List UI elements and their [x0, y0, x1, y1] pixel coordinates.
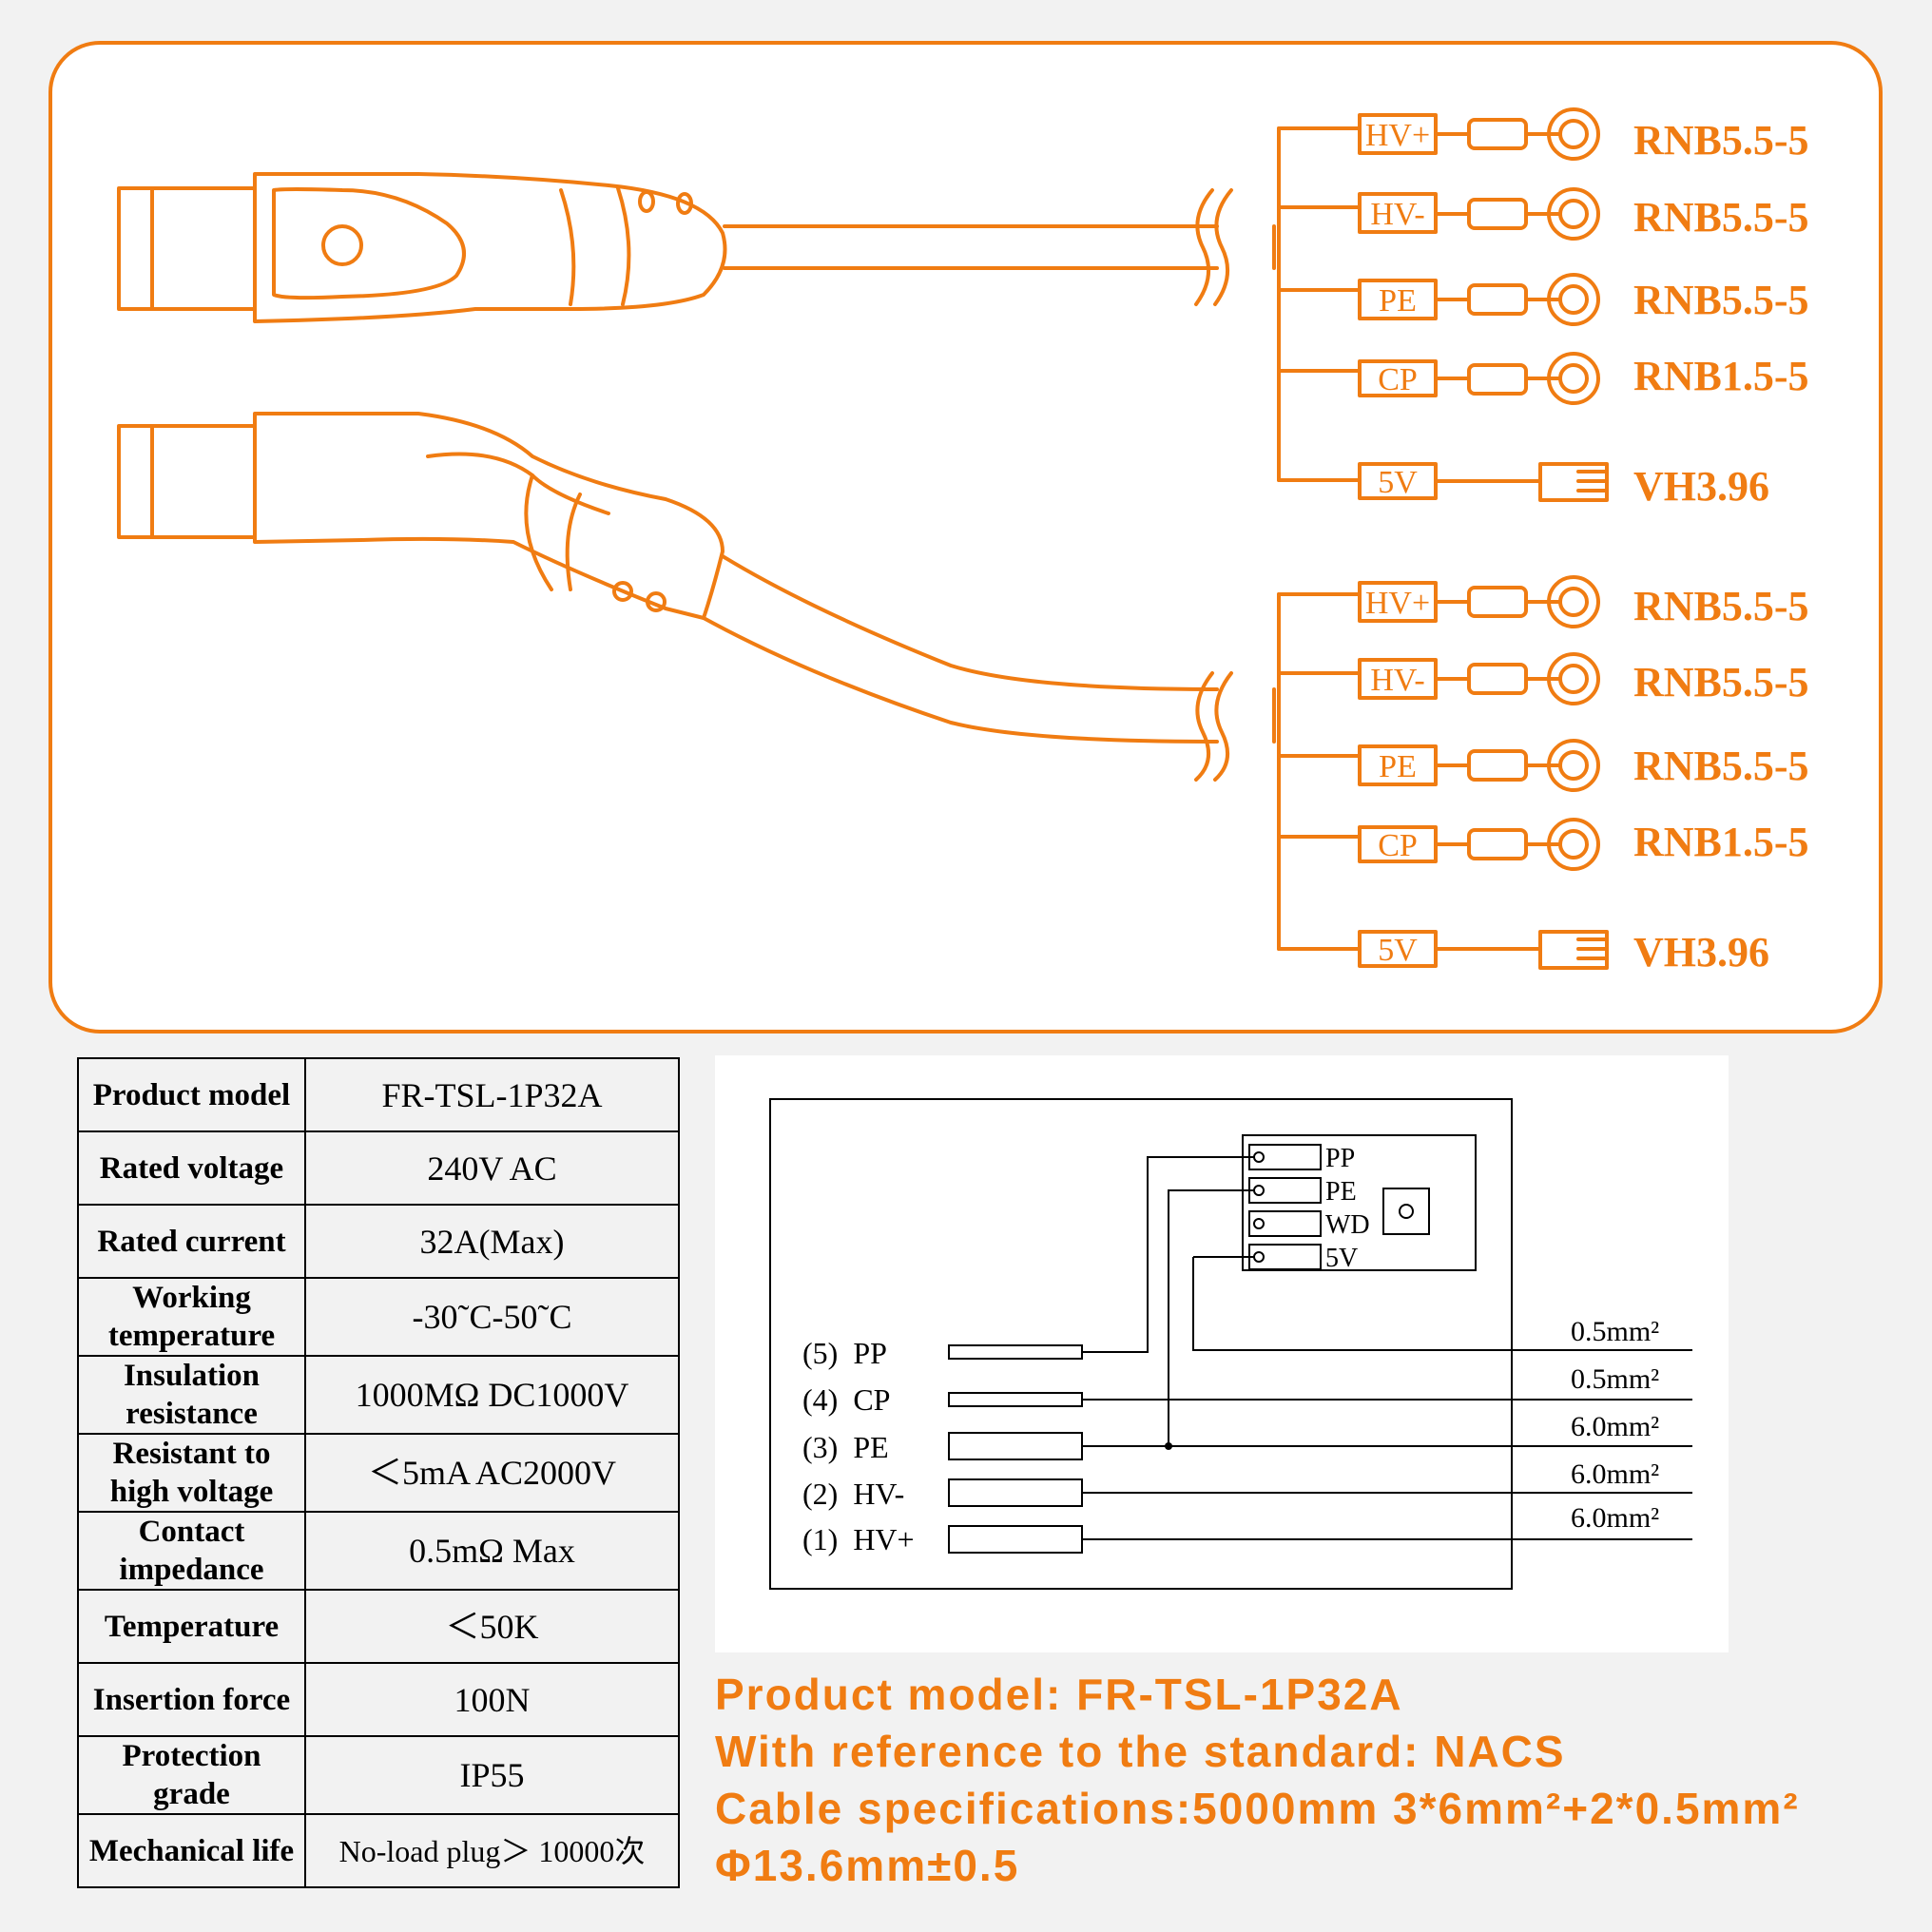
connector-label: RNB5.5-5	[1633, 743, 1809, 789]
pcb-pin-label: WD	[1325, 1210, 1370, 1240]
connector-label: RNB1.5-5	[1633, 819, 1809, 865]
product-info: Product model: FR-TSL-1P32A With referen…	[715, 1666, 1800, 1894]
wire-label: HV-	[1370, 663, 1424, 698]
pcb-pin-label: PE	[1325, 1177, 1357, 1207]
pcb-pin-label: PP	[1325, 1144, 1355, 1173]
info-line-cable: Cable specifications:5000mm 3*6mm²+2*0.5…	[715, 1784, 1800, 1833]
table-row: Temperature＜50K	[77, 1589, 680, 1664]
connector-label: RNB5.5-5	[1633, 583, 1809, 629]
spec-label: Mechanical life	[77, 1813, 306, 1888]
wire-label: HV+	[1365, 586, 1430, 621]
connector-label: RNB1.5-5	[1633, 353, 1809, 399]
spec-value: ＜50K	[304, 1589, 680, 1664]
wire-label: HV+	[1365, 118, 1430, 153]
spec-value: 100N	[304, 1662, 680, 1737]
spec-value: -30˜C-50˜C	[304, 1277, 680, 1357]
wire-pin-label: (4) CP	[802, 1382, 890, 1417]
wiring-schematic: PP PE WD 5V (5) PP (4) CP (3) PE (2) HV-…	[715, 1055, 1729, 1652]
spec-label: Temperature	[77, 1589, 306, 1664]
spec-label: Insulation resistance	[77, 1355, 306, 1435]
spec-label: Resistant to high voltage	[77, 1433, 306, 1513]
wire-label: PE	[1379, 749, 1417, 784]
wire-label: 5V	[1378, 465, 1418, 500]
spec-label: Working temperature	[77, 1277, 306, 1357]
spec-label: Insertion force	[77, 1662, 306, 1737]
wiring-tree-2	[1277, 575, 1609, 970]
spec-value: 32A(Max)	[304, 1204, 680, 1279]
wire-label: PE	[1379, 283, 1417, 319]
info-line-standard: With reference to the standard: NACS	[715, 1727, 1566, 1776]
wire-label: 5V	[1378, 933, 1418, 968]
table-row: Working temperature-30˜C-50˜C	[77, 1277, 680, 1357]
connector-label: VH3.96	[1633, 929, 1769, 976]
spec-value: No-load plug＞ 10000次	[304, 1813, 680, 1888]
wire-label: HV-	[1370, 197, 1424, 232]
wire-label: CP	[1378, 362, 1418, 397]
connector-plug-1	[117, 172, 1276, 323]
info-line-model: Product model: FR-TSL-1P32A	[715, 1670, 1403, 1719]
spec-label: Rated current	[77, 1204, 306, 1279]
cable-diagram: HV+ HV- PE CP 5V HV+ HV- PE CP 5V RNB5.5…	[48, 41, 1883, 1034]
spec-label: Rated voltage	[77, 1130, 306, 1206]
wire-section-label: 0.5mm²	[1571, 1316, 1659, 1347]
wire-label: CP	[1378, 828, 1418, 863]
spec-label: Protection grade	[77, 1735, 306, 1815]
connector-label: RNB5.5-5	[1633, 194, 1809, 241]
wire-pin-label: (5) PP	[802, 1336, 887, 1370]
spec-value: ＜5mA AC2000V	[304, 1433, 680, 1513]
spec-value: FR-TSL-1P32A	[304, 1057, 680, 1132]
wire-pin-label: (3) PE	[802, 1430, 889, 1464]
spec-label: Product model	[77, 1057, 306, 1132]
table-row: Resistant to high voltage＜5mA AC2000V	[77, 1433, 680, 1513]
wire-section-label: 6.0mm²	[1571, 1502, 1659, 1534]
connector-label: RNB5.5-5	[1633, 659, 1809, 705]
connector-label: RNB5.5-5	[1633, 277, 1809, 323]
spec-value: IP55	[304, 1735, 680, 1815]
wire-section-label: 0.5mm²	[1571, 1363, 1659, 1395]
spec-value: 1000MΩ DC1000V	[304, 1355, 680, 1435]
spec-value: 0.5mΩ Max	[304, 1511, 680, 1591]
wire-pin-label: (1) HV+	[802, 1522, 915, 1556]
wire-section-label: 6.0mm²	[1571, 1411, 1659, 1442]
spec-value: 240V AC	[304, 1130, 680, 1206]
connector-label: RNB5.5-5	[1633, 117, 1809, 164]
info-line-diameter: Φ13.6mm±0.5	[715, 1841, 1020, 1890]
wire-section-label: 6.0mm²	[1571, 1459, 1659, 1490]
connector-plug-2	[117, 412, 1276, 782]
connector-label: VH3.96	[1633, 463, 1769, 510]
wire-pin-label: (2) HV-	[802, 1477, 904, 1511]
spec-label: Contact impedance	[77, 1511, 306, 1591]
wiring-tree-1	[1277, 107, 1609, 502]
pcb-pin-label: 5V	[1325, 1244, 1358, 1273]
